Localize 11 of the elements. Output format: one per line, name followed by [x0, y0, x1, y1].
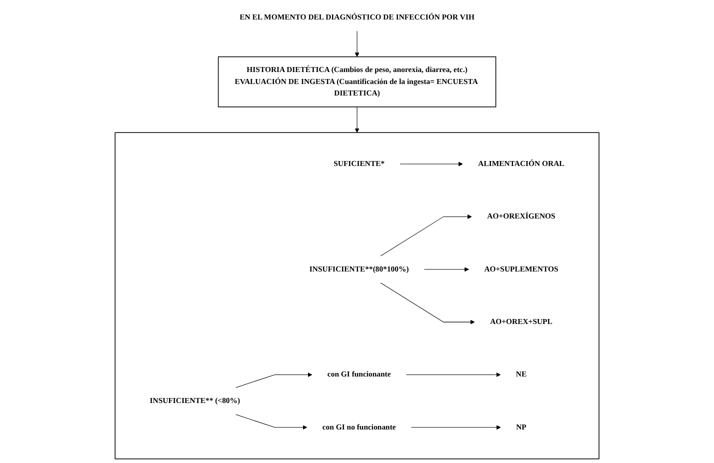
arrow — [236, 414, 308, 430]
arrow — [380, 214, 472, 256]
cluster — [114, 132, 600, 460]
arrow — [406, 372, 501, 377]
arrow — [400, 162, 463, 166]
arrow — [380, 282, 475, 324]
arrow — [354, 30, 360, 57]
arrow — [236, 372, 312, 388]
arrow — [424, 267, 469, 272]
arrow — [410, 425, 501, 430]
arrow — [354, 106, 360, 133]
